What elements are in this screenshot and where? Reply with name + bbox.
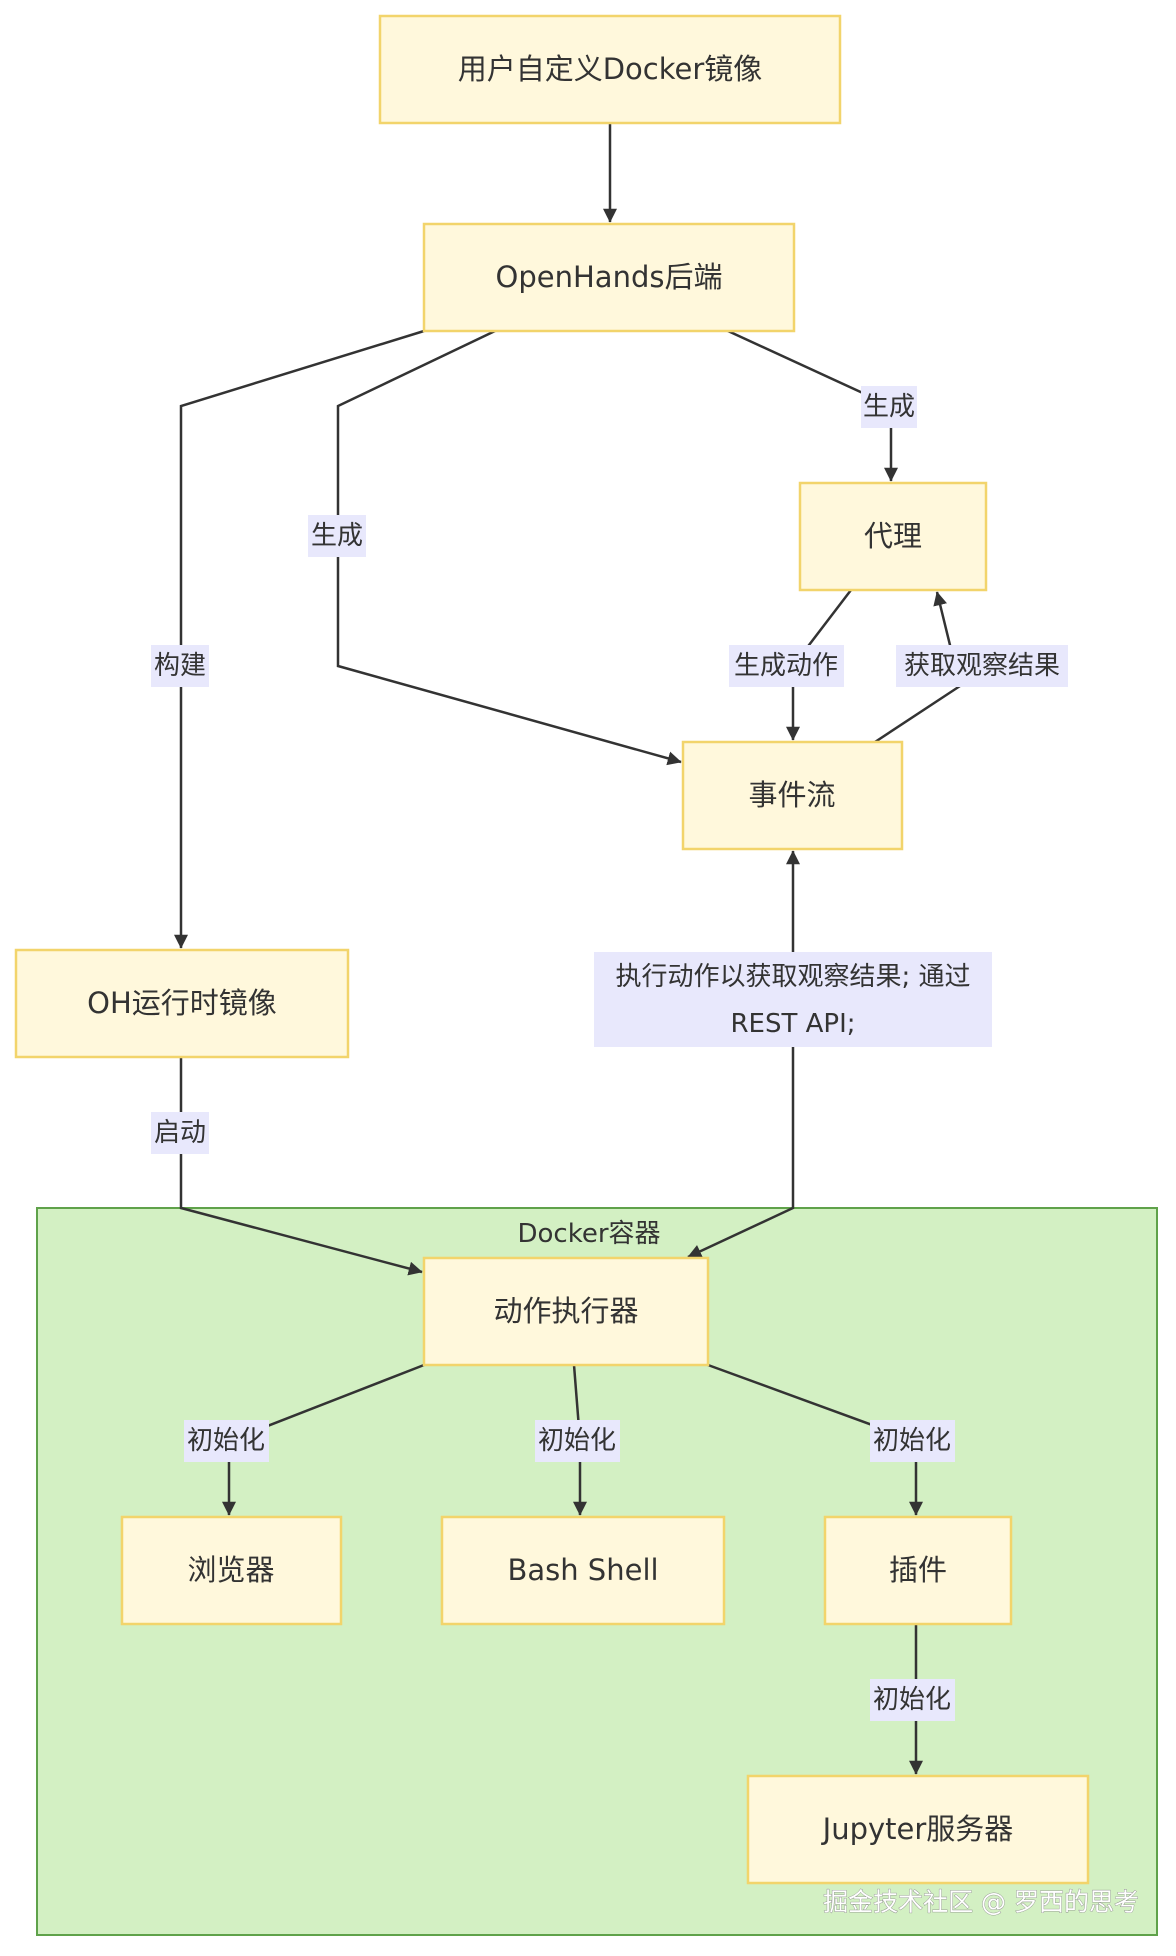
edge-label-event-stream-to-agent: 获取观察结果 — [896, 645, 1068, 687]
node-runtime-image: OH运行时镜像 — [14, 948, 350, 1059]
edge-label-backend-to-event-stream: 生成 — [308, 515, 366, 557]
node-label: 用户自定义Docker镜像 — [458, 52, 763, 86]
edge-label-text-line-1: 执行动作以获取观察结果; 通过 — [615, 962, 970, 992]
edge-label-text: 获取观察结果 — [904, 651, 1060, 681]
edge-label-executor-to-plugins: 初始化 — [870, 1420, 955, 1462]
edge-label-text: 生成 — [863, 392, 915, 422]
node-label: Bash Shell — [507, 1553, 658, 1587]
watermark: 掘金技术社区 @ 罗西的思考 — [823, 1888, 1139, 1917]
node-custom-image: 用户自定义Docker镜像 — [378, 14, 842, 125]
edge-label-text: 初始化 — [873, 1685, 951, 1715]
node-backend: OpenHands后端 — [422, 222, 796, 333]
edge-label-text: 初始化 — [873, 1426, 951, 1456]
node-label: OH运行时镜像 — [87, 986, 277, 1020]
edge-label-executor-to-bash: 初始化 — [535, 1420, 620, 1462]
edge-label-text: 初始化 — [187, 1426, 265, 1456]
node-bash-shell: Bash Shell — [440, 1515, 726, 1626]
edge-backend-to-runtime-image — [174, 329, 425, 949]
node-label: 插件 — [889, 1553, 947, 1587]
node-label: Jupyter服务器 — [821, 1812, 1014, 1846]
edge-label-backend-to-agent: 生成 — [861, 386, 917, 428]
edge-label-text: 生成动作 — [734, 651, 838, 681]
node-label: 事件流 — [748, 778, 835, 812]
edge-label-text: 启动 — [154, 1118, 206, 1148]
edge-label-text: 生成 — [311, 521, 363, 551]
edge-label-runtime-image-to-executor: 启动 — [151, 1112, 209, 1154]
edge-label-executor-to-browser: 初始化 — [184, 1420, 269, 1462]
node-label: OpenHands后端 — [496, 260, 723, 294]
node-jupyter-server: Jupyter服务器 — [746, 1774, 1090, 1885]
edge-label-agent-to-event-stream: 生成动作 — [729, 645, 844, 687]
node-action-executor: 动作执行器 — [422, 1256, 710, 1367]
node-browser: 浏览器 — [120, 1515, 343, 1626]
edge-backend-to-event-stream — [336, 329, 682, 766]
edge-label-executor-event-stream: 执行动作以获取观察结果; 通过 REST API; — [594, 952, 992, 1047]
edge-executor-event-stream — [687, 850, 800, 1259]
edge-label-plugins-to-jupyter: 初始化 — [870, 1679, 955, 1721]
node-label: 浏览器 — [187, 1553, 274, 1587]
edge-label-text-line-2: REST API; — [730, 1009, 855, 1039]
cluster-label: Docker容器 — [517, 1219, 660, 1249]
node-event-stream: 事件流 — [681, 740, 904, 851]
node-label: 动作执行器 — [493, 1294, 638, 1328]
edge-label-text: 构建 — [154, 651, 206, 681]
node-label: 代理 — [864, 519, 922, 553]
node-agent: 代理 — [798, 481, 988, 592]
node-plugins: 插件 — [823, 1515, 1013, 1626]
edge-runtime-image-to-executor — [179, 1057, 423, 1276]
edge-label-text: 初始化 — [538, 1426, 616, 1456]
edge-label-backend-to-runtime-image: 构建 — [151, 645, 209, 687]
